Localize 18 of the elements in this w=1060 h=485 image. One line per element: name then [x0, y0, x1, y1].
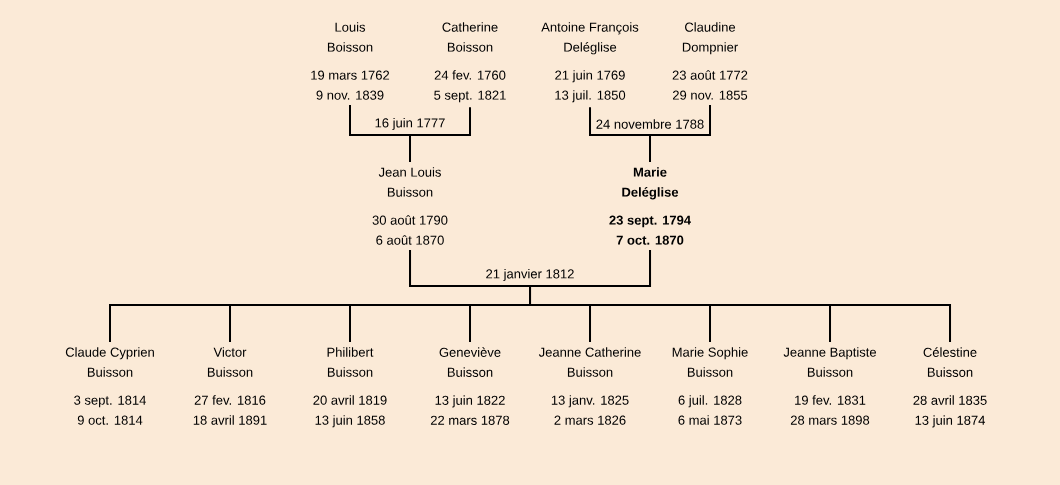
connector-line — [529, 248, 951, 343]
person-entry: Antoine François Deléglise 21 juin 1769 13 juil. 1850 — [541, 22, 639, 103]
person-entry: Victor Buisson 27 fev. 1816 18 avril 1891 — [193, 347, 267, 425]
person-entry: Philibert Buisson 20 avril 1819 13 juin 1858 — [313, 347, 387, 428]
edge-label: 24 novembre 1788 — [594, 118, 706, 130]
connector-line — [409, 106, 471, 163]
person-entry: Catherine Boisson 24 fev. 1760 5 sept. 1821 — [434, 22, 506, 103]
person-entry: Jeanne Baptiste Buisson 19 fev. 1831 28 mars 1898 — [783, 347, 876, 425]
person-entry: Claude Cyprien Buisson 3 sept. 1814 9 oct. 1814 — [65, 347, 154, 425]
person-entry: Jeanne Catherine Buisson 13 janv. 1825 2 mars 1826 — [538, 347, 641, 425]
person-entry: Geneviève Buisson 13 juin 1822 22 mars 1878 — [430, 347, 510, 425]
person-entry: Jean Louis Buisson 30 août 1790 6 août 1870 — [372, 167, 448, 245]
person-entry: Marie Deléglise 23 sept. 1794 7 oct. 1870 — [609, 167, 691, 245]
person-entry: Louis Boisson 19 mars 1762 9 nov. 1839 — [311, 22, 390, 100]
person-entry: Célestine Buisson 28 avril 1835 13 juin 1874 — [913, 347, 987, 428]
person-entry: Marie Sophie Buisson 6 juil. 1828 6 mai 1873 — [672, 347, 748, 425]
connector-line — [649, 103, 711, 163]
person-entry: Claudine Dompnier 23 août 1772 29 nov. 1855 — [672, 22, 748, 100]
